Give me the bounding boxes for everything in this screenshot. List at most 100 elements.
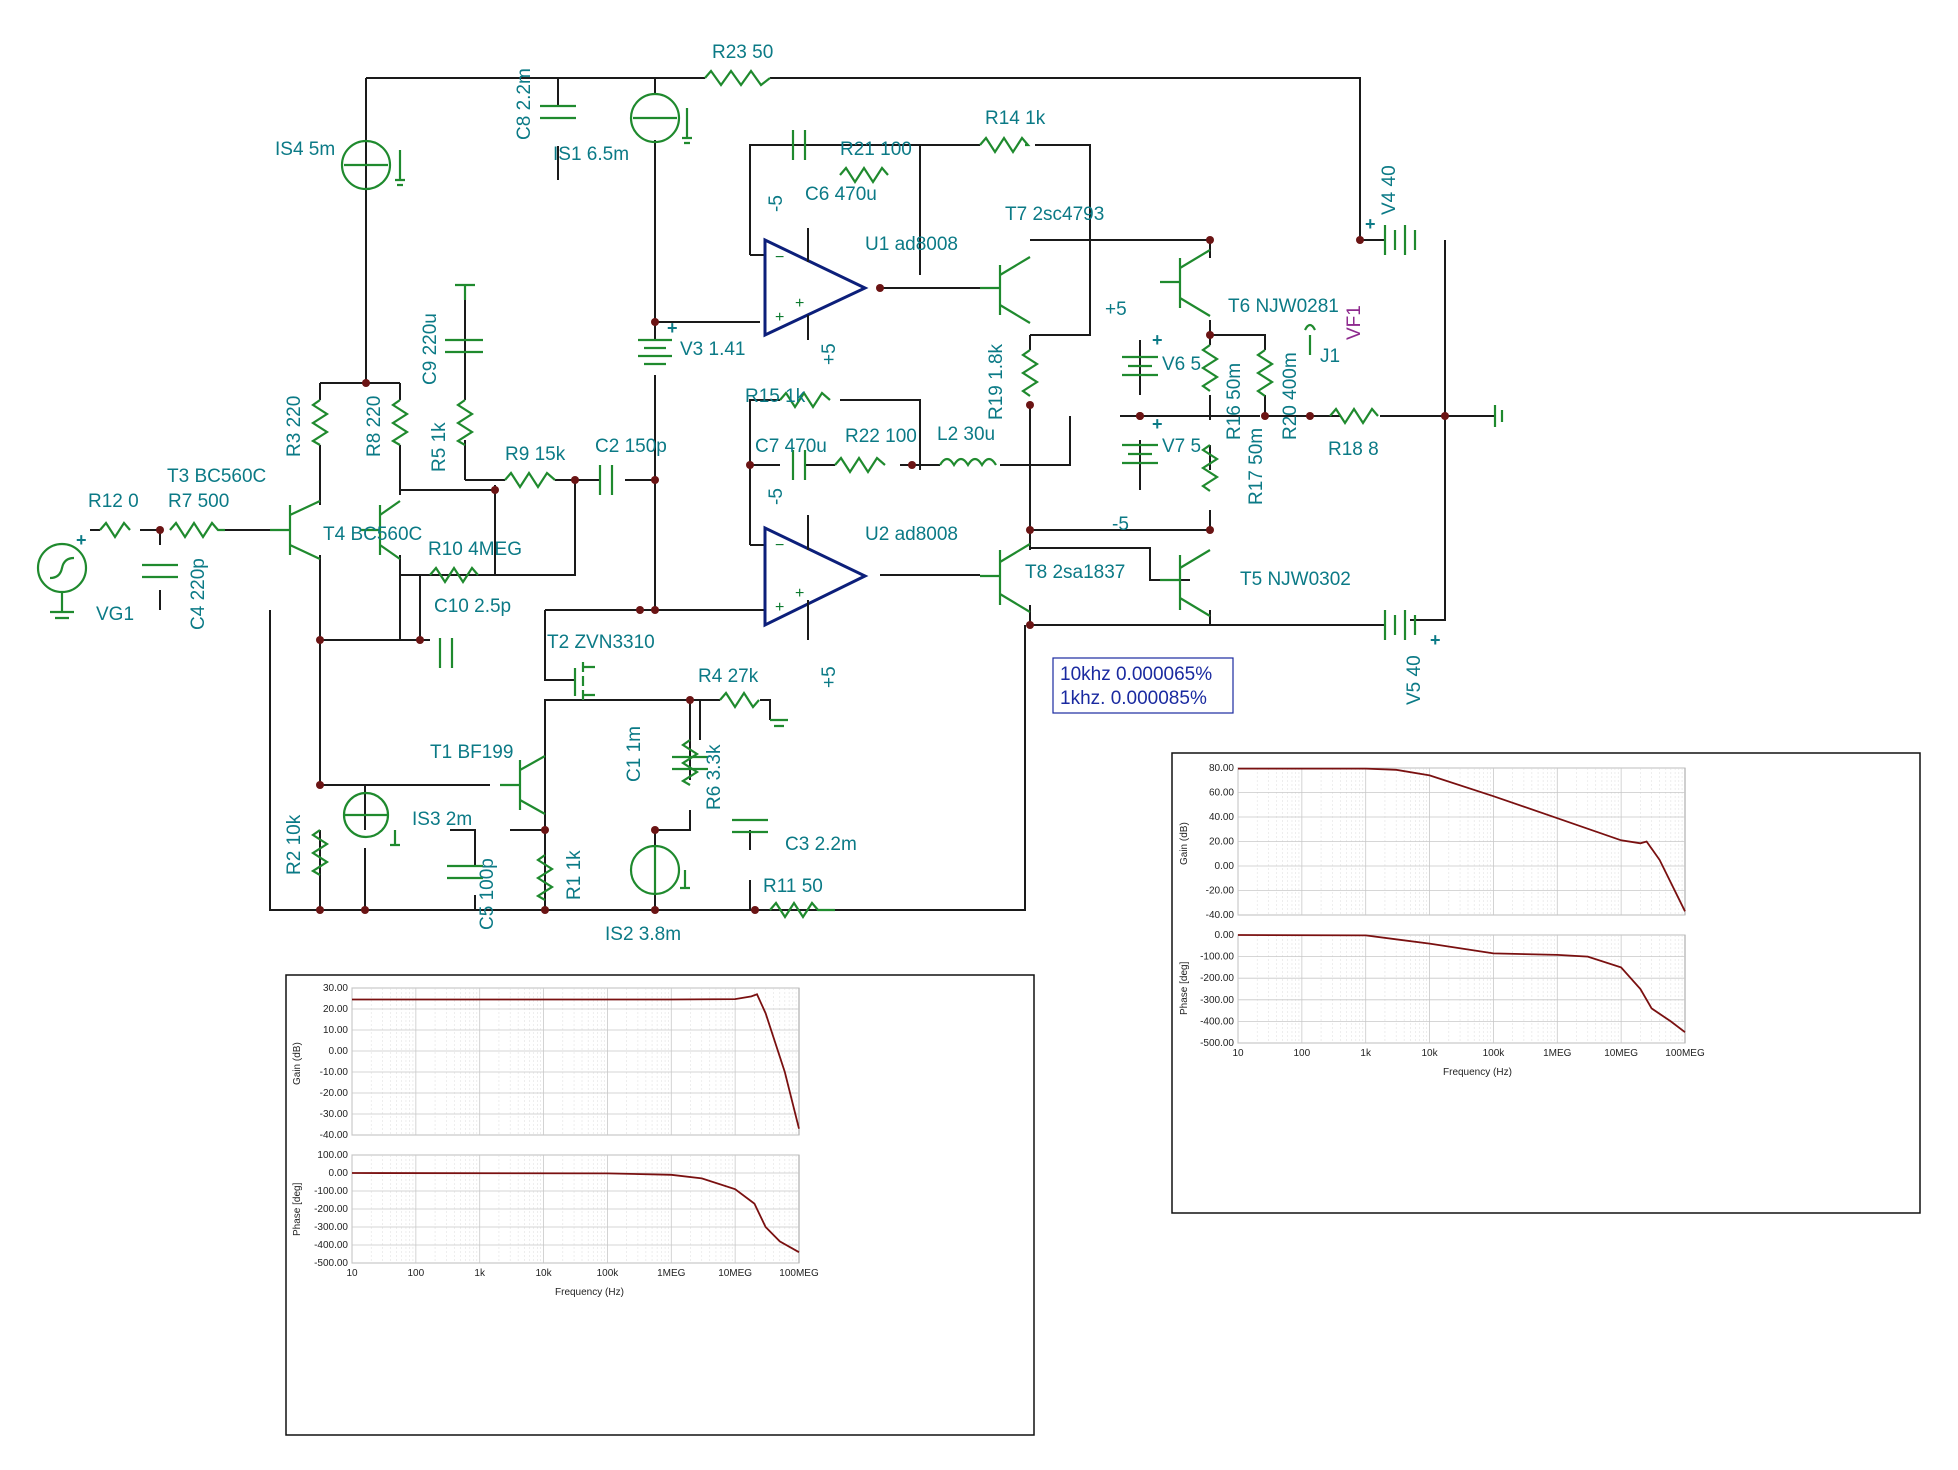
label-r18: R18 8: [1328, 439, 1379, 460]
label-t8: T8 2sa1837: [1025, 562, 1125, 583]
label-r2: R2 10k: [284, 814, 305, 875]
phase-grid: [1237, 934, 1685, 1044]
phase-tick-label: -400.00: [314, 1240, 348, 1251]
resistor-r17: [1200, 444, 1220, 492]
x-axis-label: Frequency (Hz): [555, 1287, 624, 1298]
label-r10: R10 4MEG: [428, 539, 522, 560]
phase-ticks: 0.00-100.00-200.00-300.00-400.00-500.00: [1200, 930, 1234, 1049]
label-r19: R19 1.8k: [986, 343, 1007, 420]
capacitor-c7: [791, 450, 807, 480]
svg-text:+: +: [775, 309, 784, 326]
label-c8: C8 2.2m: [514, 68, 535, 140]
freq-tick-label: 10: [346, 1268, 358, 1279]
current-source-is2: [629, 844, 690, 896]
resistor-r15: [779, 390, 831, 410]
label-is2: IS2 3.8m: [605, 924, 681, 945]
current-source-is1: [629, 92, 692, 145]
resistor-r6: [680, 739, 700, 786]
label-c7: C7 470u: [755, 436, 827, 457]
phase-tick-label: -400.00: [1200, 1016, 1234, 1027]
phase-grid: [351, 1154, 799, 1264]
label-is1: IS1 6.5m: [553, 144, 629, 165]
label-v6: V6 5: [1162, 354, 1201, 375]
resistor-r12: [99, 521, 131, 540]
phase-curve: [351, 1172, 800, 1253]
phase-ticks: 100.000.00-100.00-200.00-300.00-400.00-5…: [314, 1150, 348, 1269]
label-r1: R1 1k: [564, 850, 585, 900]
freq-tick-label: 100MEG: [1665, 1048, 1705, 1059]
gain-curve: [352, 993, 800, 1129]
phase-panel: 0.00-100.00-200.00-300.00-400.00-500.00 …: [1179, 930, 1686, 1049]
gain-tick-label: -40.00: [320, 1130, 349, 1141]
phase-curve: [1237, 934, 1686, 1033]
phase-axis-label: Phase [deg]: [1179, 961, 1190, 1015]
phase-tick-label: -500.00: [314, 1258, 348, 1269]
phase-tick-label: -200.00: [314, 1204, 348, 1215]
resistor-r4: [719, 690, 760, 710]
label-c9: C9 220u: [420, 313, 441, 385]
resistor-r8: [390, 399, 410, 446]
label-vg1: VG1: [96, 604, 134, 625]
bode-plot-closed-loop: 30.0020.0010.000.00-10.00-20.00-30.00-40…: [285, 974, 1035, 1436]
rail-minus5-u1: -5: [766, 195, 787, 212]
label-r22: R22 100: [845, 426, 917, 447]
plus-v3: +: [667, 318, 678, 338]
freq-tick-label: 1k: [1360, 1048, 1372, 1059]
label-t7: T7 2sc4793: [1005, 204, 1104, 225]
label-v7: V7 5: [1162, 436, 1201, 457]
resistor-r1: [535, 854, 555, 901]
label-r21: R21 100: [840, 139, 912, 160]
resistor-r16: [1200, 344, 1220, 392]
label-r14: R14 1k: [985, 108, 1046, 129]
capacitor-c5: [447, 864, 483, 880]
phase-tick-label: -100.00: [314, 1186, 348, 1197]
label-u1: U1 ad8008: [865, 234, 958, 255]
label-r15: R15 1k: [745, 386, 806, 407]
transistor-t5: [1160, 549, 1211, 617]
label-r9: R9 15k: [505, 444, 566, 465]
battery-c9-top: [455, 283, 475, 300]
transistor-t3: [270, 500, 321, 560]
opamp-u2: [763, 525, 869, 628]
phase-panel: 100.000.00-100.00-200.00-300.00-400.00-5…: [292, 1150, 800, 1269]
gain-tick-label: 60.00: [1209, 788, 1234, 799]
plus-v7: +: [1152, 414, 1163, 434]
freq-tick-label: 100MEG: [779, 1268, 819, 1279]
label-r20: R20 400m: [1280, 352, 1301, 440]
signal-generator-vg1: [36, 542, 88, 620]
label-u2: U2 ad8008: [865, 524, 958, 545]
battery-v5: [1383, 610, 1417, 640]
label-is4: IS4 5m: [275, 139, 335, 160]
label-r6: R6 3.3k: [704, 744, 725, 810]
label-r8: R8 220: [364, 396, 385, 457]
current-source-is4: [340, 139, 405, 191]
component-symbols: − + + − + +: [36, 69, 1504, 920]
freq-tick-label: 100: [408, 1268, 425, 1279]
resistor-r2: [310, 829, 330, 876]
gain-grid: [351, 987, 799, 1136]
current-source-is3: [342, 791, 400, 847]
gain-tick-label: -40.00: [1206, 910, 1235, 921]
capacitor-c3: [732, 818, 768, 834]
gain-tick-label: 20.00: [323, 1004, 348, 1015]
battery-v3: [638, 338, 672, 366]
svg-text:+: +: [775, 599, 784, 616]
label-t1: T1 BF199: [430, 742, 513, 763]
phase-tick-label: -300.00: [314, 1222, 348, 1233]
label-r11: R11 50: [763, 876, 823, 897]
freq-tick-label: 10k: [536, 1268, 553, 1279]
label-c5: C5 100p: [477, 858, 498, 930]
gain-tick-label: 0.00: [1215, 861, 1235, 872]
gain-tick-label: -30.00: [320, 1109, 349, 1120]
label-r5: R5 1k: [429, 422, 450, 472]
label-vf1: VF1: [1344, 305, 1365, 340]
plus-vg1: +: [76, 530, 87, 550]
x-axis-label: Frequency (Hz): [1443, 1067, 1512, 1078]
battery-v6: [1122, 355, 1158, 377]
rail-plus5-u2: +5: [819, 666, 840, 688]
label-c1: C1 1m: [624, 726, 645, 782]
phase-tick-label: -500.00: [1200, 1038, 1234, 1049]
battery-v7: [1122, 443, 1158, 465]
